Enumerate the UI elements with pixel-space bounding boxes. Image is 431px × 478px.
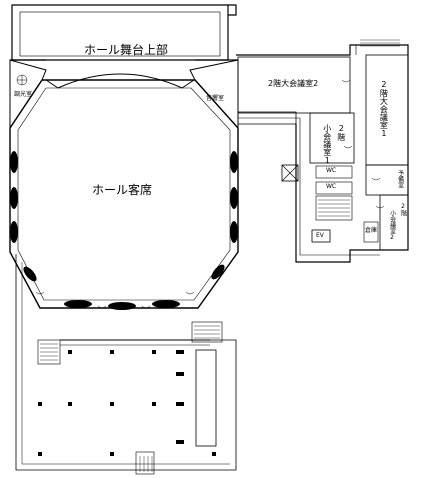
stage-upper-inner xyxy=(19,11,221,57)
entry-stair xyxy=(135,451,155,475)
conference-large-1-char: 1 xyxy=(379,129,389,138)
plaza-outline xyxy=(15,254,237,471)
small-conference-1-char: 小 xyxy=(322,124,332,132)
elevator-label: EV xyxy=(316,232,324,239)
conference-large-1-char: 議 xyxy=(379,113,389,121)
conference-large-1-char: 階 xyxy=(379,89,389,97)
plaza-stair-east xyxy=(191,321,223,343)
seat-block xyxy=(10,221,18,243)
seat-block xyxy=(230,151,238,173)
small-conference-1-char: 議 xyxy=(322,140,332,148)
small-conference-2-char: 2 xyxy=(399,203,407,210)
seat-block xyxy=(108,302,136,310)
lighting-room-label: 調光室 xyxy=(14,91,33,98)
hall-outline xyxy=(9,79,239,309)
conference-large-1-char: 室 xyxy=(379,121,389,129)
elevator-rect xyxy=(311,229,331,243)
sound-wedge xyxy=(189,59,239,130)
seat-block xyxy=(152,300,180,308)
sound-room-label: 音響室 xyxy=(206,95,225,102)
storage-label: 倉庫 xyxy=(365,227,378,234)
conference-large-1-char: 2 xyxy=(379,80,389,89)
small-conference-2-char: 小 xyxy=(388,210,396,216)
conference-large-1-label: 2階大会議室1 xyxy=(379,80,389,138)
small-conference-1-char: 室 xyxy=(322,148,332,156)
plaza-stair-west xyxy=(37,339,61,365)
small-conference-2-char: 会 xyxy=(388,216,396,222)
conference-large-2-rect xyxy=(237,56,351,114)
reserve-room-char: 備 xyxy=(396,176,404,182)
seat-block xyxy=(64,300,92,308)
small-conference-1-char: 階 xyxy=(336,133,346,141)
stage-upper-notch xyxy=(228,4,237,16)
small-conference-1-char: 会 xyxy=(322,132,332,140)
small-conference-2-label-b: 小会議室2 xyxy=(388,210,396,241)
seat-block xyxy=(10,151,18,173)
reserve-room-label: 予備室 xyxy=(396,170,404,188)
seat-block xyxy=(230,221,238,243)
conference-large-2-label: 2階大会議室2 xyxy=(268,79,319,88)
small-conference-2-char: 階 xyxy=(399,210,407,216)
plaza-ramp xyxy=(195,349,217,447)
small-conference-2-rect xyxy=(379,194,409,251)
wc-lower-label: WC xyxy=(326,183,337,190)
small-conference-1-char: 1 xyxy=(322,156,332,165)
lighting-wedge xyxy=(9,59,47,130)
stage-upper-label: ホール舞台上部 xyxy=(84,43,169,57)
proscenium-curve xyxy=(57,73,183,89)
hall-inner xyxy=(17,87,231,301)
seat-block xyxy=(10,187,18,209)
storage-rect xyxy=(363,221,379,243)
small-conference-2-label-a: 2階 xyxy=(399,203,407,216)
small-conference-2-char: 室 xyxy=(388,228,396,234)
small-conference-2-char: 2 xyxy=(388,234,396,241)
seat-block xyxy=(211,264,225,280)
reserve-room-char: 予 xyxy=(396,170,404,176)
plaza-inner xyxy=(21,262,230,465)
small-conference-1-rect xyxy=(309,112,355,164)
stairs-east-rect xyxy=(315,195,353,221)
east-walkway xyxy=(299,118,380,256)
seat-block xyxy=(230,187,238,209)
small-conference-1-label-b: 小会議室1 xyxy=(322,124,332,165)
small-conference-1-char: 2 xyxy=(336,124,346,133)
wc-upper-rect xyxy=(315,165,353,179)
hall-seating-label: ホール客席 xyxy=(92,183,153,197)
shaft-box xyxy=(281,164,299,182)
small-conference-1-label-a: 2階 xyxy=(336,124,346,141)
wc-upper-label: WC xyxy=(326,167,337,174)
small-conference-2-char: 議 xyxy=(388,222,396,228)
wc-lower-rect xyxy=(315,181,353,195)
conference-large-1-char: 会 xyxy=(379,105,389,113)
reserve-room-char: 室 xyxy=(396,182,404,188)
seat-block xyxy=(23,266,37,282)
conference-large-1-char: 大 xyxy=(379,97,389,105)
